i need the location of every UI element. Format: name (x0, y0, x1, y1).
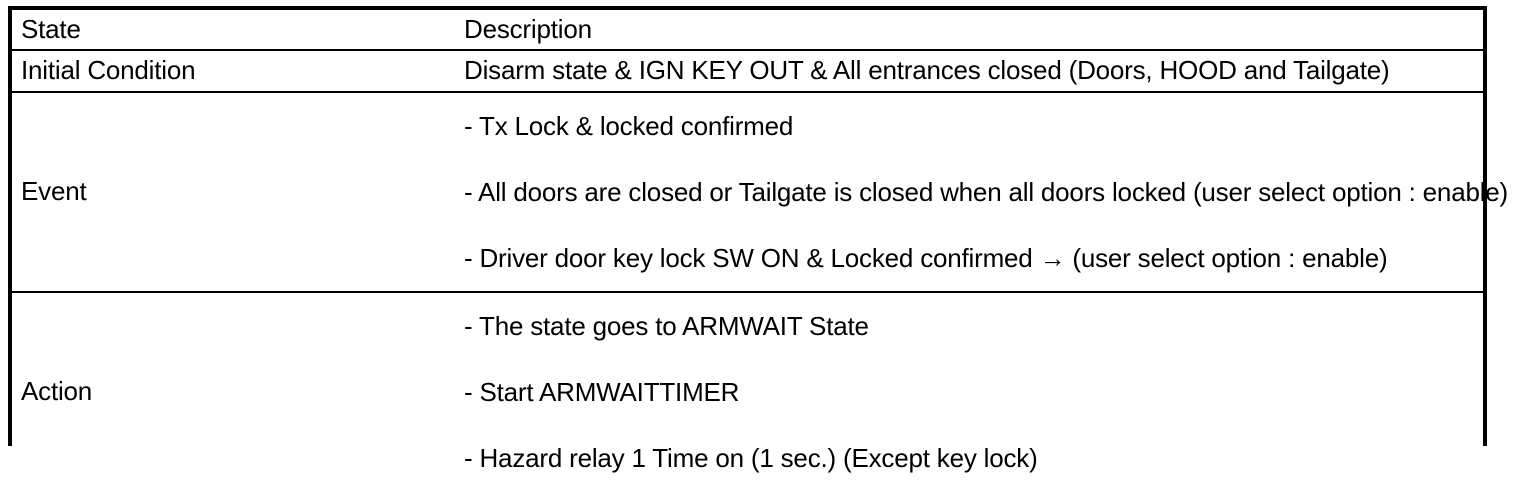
description-line: Disarm state & IGN KEY OUT & All entranc… (464, 55, 1390, 86)
state-cell-action: Action (12, 292, 456, 491)
description-cell-action: - The state goes to ARMWAIT State - Star… (456, 292, 1483, 491)
table-header-row: State Description (12, 10, 1483, 51)
column-header-description: Description (464, 13, 592, 44)
table-row: Initial Condition Disarm state & IGN KEY… (12, 50, 1483, 93)
state-label-action: Action (21, 376, 93, 407)
event-bullet-line-3: - Driver door key lock SW ON & Locked co… (464, 243, 1388, 273)
event-bullet-line-2: - All doors are closed or Tailgate is cl… (464, 177, 1509, 207)
description-cell-event: - Tx Lock & locked confirmed - All doors… (456, 92, 1509, 293)
description-cell-initial-condition: Disarm state & IGN KEY OUT & All entranc… (456, 50, 1483, 93)
action-bullet-list: - The state goes to ARMWAIT State - Star… (456, 293, 1483, 491)
action-bullet-line-1: - The state goes to ARMWAIT State (464, 311, 869, 341)
action-bullet-line-2: - Start ARMWAITTIMER (464, 377, 740, 407)
state-cell-event: Event (12, 92, 456, 293)
table-row: Event - Tx Lock & locked confirmed - All… (12, 92, 1509, 293)
state-label-event: Event (21, 176, 87, 207)
header-cell-description: Description (456, 10, 1483, 51)
event-bullet-list: - Tx Lock & locked confirmed - All doors… (456, 93, 1509, 291)
event-bullet-line-1: - Tx Lock & locked confirmed (464, 111, 794, 141)
state-cell-initial-condition: Initial Condition (12, 50, 456, 93)
document-page: State Description Initial Condition (8, 6, 1509, 491)
action-bullet-line-3: - Hazard relay 1 Time on (1 sec.) (Excep… (464, 443, 1038, 473)
state-description-table: State Description Initial Condition (8, 6, 1509, 491)
table-row: Action - The state goes to ARMWAIT State… (12, 292, 1483, 491)
column-header-state: State (21, 13, 81, 44)
header-cell-state: State (12, 10, 456, 51)
state-label-initial-condition: Initial Condition (21, 55, 196, 86)
